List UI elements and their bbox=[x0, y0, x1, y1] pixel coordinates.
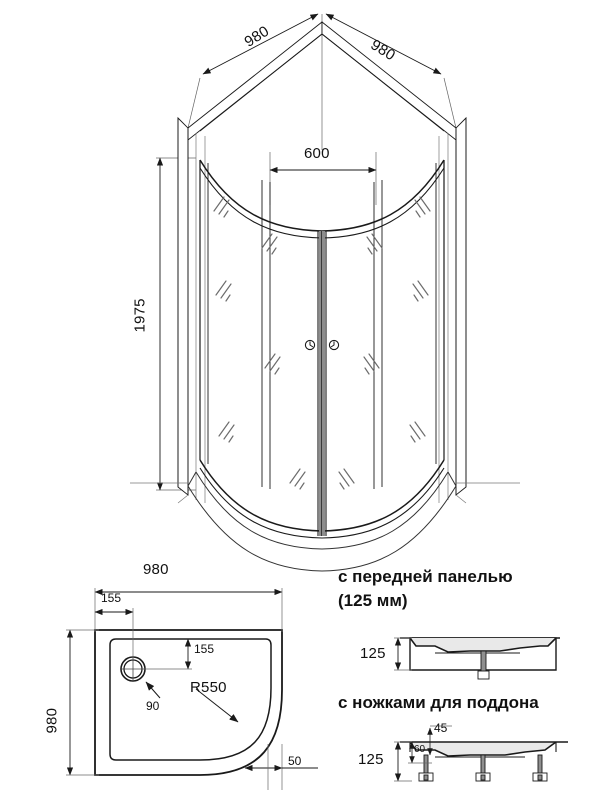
dim-legs-height-125: 125 bbox=[358, 751, 384, 768]
section-front-panel bbox=[394, 637, 560, 680]
dim-edge-width-50: 50 bbox=[288, 754, 302, 768]
caption-legs: с ножками для поддона bbox=[338, 693, 539, 712]
caption-front-panel-line2: (125 мм) bbox=[338, 591, 408, 610]
caption-front-panel-line1: с передней панелью bbox=[338, 567, 513, 586]
tray-plan-view bbox=[66, 588, 318, 790]
dim-legs-inner-60: 60 bbox=[414, 744, 426, 755]
isometric-view bbox=[130, 13, 520, 572]
door-handle-left bbox=[304, 339, 316, 351]
section-legs bbox=[394, 725, 568, 782]
dim-height-1975: 1975 bbox=[131, 298, 149, 333]
dim-door-opening-600: 600 bbox=[304, 145, 330, 162]
dim-drain-offset-x-155: 155 bbox=[101, 591, 122, 605]
dim-drain-diameter-90: 90 bbox=[146, 699, 160, 713]
dim-panel-height-125: 125 bbox=[360, 645, 386, 662]
dim-drain-offset-y-155: 155 bbox=[194, 642, 215, 656]
door-handle-right bbox=[328, 339, 340, 351]
dim-legs-top-offset-45: 45 bbox=[434, 721, 448, 735]
dim-tray-width-980: 980 bbox=[143, 561, 169, 578]
dim-corner-radius-r550: R550 bbox=[190, 679, 227, 696]
dim-tray-depth-980: 980 bbox=[43, 707, 61, 734]
